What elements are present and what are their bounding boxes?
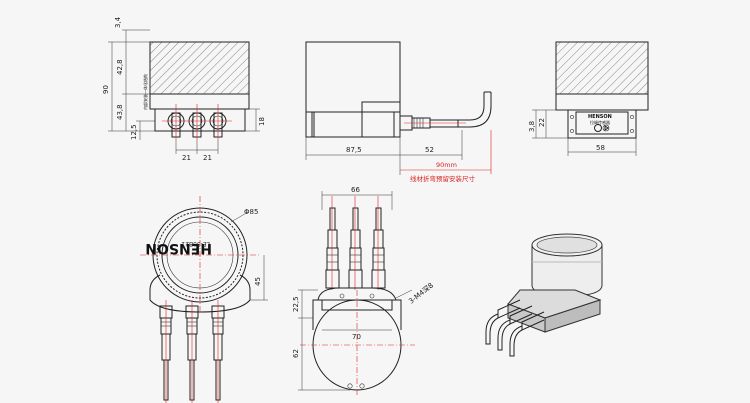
dim-right-h2: 22 [538, 118, 546, 127]
dim-right-width: 58 [596, 144, 605, 152]
right-panel [567, 109, 637, 139]
right-base [555, 93, 649, 111]
dim-mount-width: 70 [352, 333, 361, 341]
dim-lower-block: 43,8 [116, 104, 124, 120]
upper-housing [149, 41, 250, 95]
plate-play-icon [602, 124, 610, 132]
dim-pitch-left: 21 [182, 154, 191, 162]
dim-hole-spec: 3-M4深8 [407, 281, 435, 306]
dim-front-width: 87,5 [346, 146, 362, 154]
dim-height-62: 62 [292, 349, 300, 358]
isometric-view [485, 233, 603, 357]
top-dial-view: HENSON LE-50B21 Φ85 45 [140, 196, 268, 403]
cable-bend-note: 线材折弯预留安装尺寸 [410, 174, 476, 183]
dim-top-width: 66 [351, 186, 360, 194]
iso-connectors [485, 299, 545, 357]
mount-cable-left [325, 207, 340, 289]
right-upper-housing [555, 41, 649, 95]
dim-side-right: 18 [258, 117, 266, 126]
right-side-view: HENSON 拉绳传感器 3,8 22 58 [528, 41, 649, 156]
mount-front-view: 66 70 22,5 62 3-M4深8 [292, 186, 435, 395]
plate-text: 拉绳传感器 [590, 119, 610, 125]
cable-assembly [399, 91, 492, 131]
plate-brand: HENSON [588, 114, 612, 120]
side-vertical-note: 内部安装一体化结构 [142, 74, 148, 110]
housing-base [149, 93, 250, 110]
dim-total-height: 90 [102, 85, 110, 94]
mount-cable-mid [348, 207, 363, 289]
left-side-view: 3,4 42,8 90 43,8 12,5 18 21 21 内部安装一体化结构 [102, 16, 266, 162]
dim-right-h1: 3,8 [528, 121, 536, 132]
brand-logo: HENSON [145, 240, 212, 256]
dim-connector-offset: 12,5 [130, 124, 138, 140]
mount-top-plate [317, 287, 397, 301]
name-plate [575, 111, 629, 135]
dim-diameter: Φ85 [244, 208, 258, 216]
plate-logo-icon [594, 124, 602, 132]
dim-cable-length: 52 [425, 146, 434, 154]
dial-model: LE-50B21 [181, 240, 210, 247]
dim-height-22: 22,5 [292, 296, 300, 312]
connector-block [154, 108, 246, 132]
dim-top-height: 3,4 [114, 16, 122, 28]
front-base [311, 111, 395, 138]
dim-radius-45: 45 [254, 277, 262, 286]
dim-pitch-right: 21 [203, 154, 212, 162]
dim-cable-min: 90mm [436, 161, 457, 169]
dim-upper-block: 42,8 [116, 59, 124, 75]
front-view: 87,5 52 90mm 线材折弯预留安装尺寸 [305, 41, 492, 183]
mount-cable-right [371, 207, 386, 289]
